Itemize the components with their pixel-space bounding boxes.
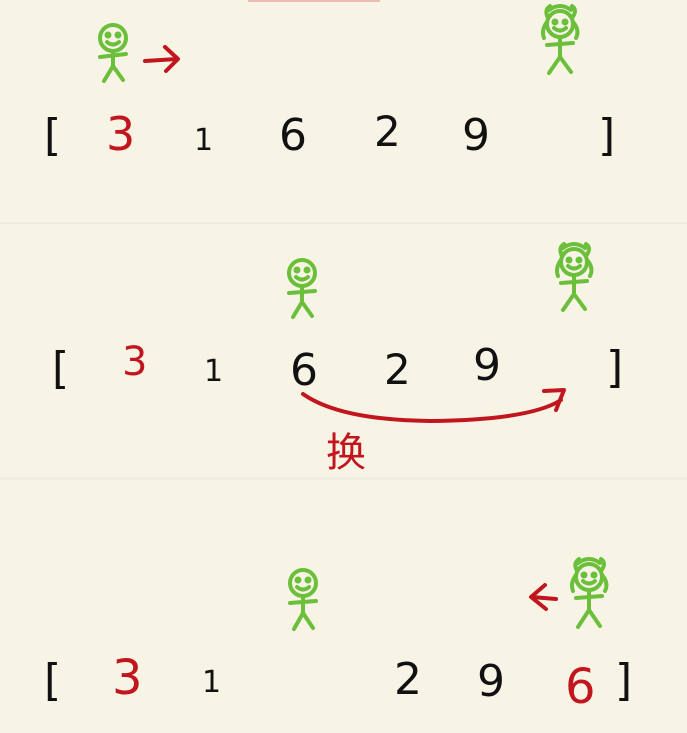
open-bracket: [ (44, 655, 61, 706)
stick-figure-girl-icon (555, 242, 594, 312)
array-number: 9 (462, 110, 490, 161)
array-number: 9 (473, 340, 501, 391)
array-number: 6 (565, 659, 596, 715)
panel-3: [ 3 1 2 9 6 ] (44, 557, 632, 715)
close-bracket: ] (606, 342, 623, 393)
open-bracket: [ (52, 343, 69, 394)
array-number: 1 (204, 354, 223, 389)
array-row: [ 3 1 6 2 9 ] (52, 339, 623, 396)
array-number: 2 (394, 654, 422, 705)
array-number: 3 (112, 650, 143, 706)
array-number: 2 (374, 107, 401, 156)
arrow-right-icon (143, 45, 180, 73)
array-number: 9 (477, 656, 505, 707)
array-number: 1 (202, 665, 221, 700)
arrow-left-icon (529, 583, 558, 611)
stick-figure-icon (288, 568, 318, 631)
stick-figure-icon (287, 258, 317, 319)
array-number: 3 (122, 339, 147, 385)
stick-figure-girl-icon (541, 4, 580, 75)
stick-figure-girl-icon (570, 557, 609, 629)
array-number: 1 (194, 123, 213, 158)
array-row: [ 3 1 2 9 6 ] (44, 650, 632, 715)
panel-1: [ 3 1 6 2 9 ] (44, 4, 615, 161)
swap-arrow-icon (301, 388, 566, 423)
panel-divider (0, 477, 687, 480)
array-number: 6 (279, 110, 307, 161)
panel-divider (0, 222, 687, 224)
stick-figure-icon (98, 23, 128, 83)
panel-2: [ 3 1 6 2 9 ] 换 (52, 242, 623, 476)
array-number: 3 (106, 107, 135, 161)
array-number: 2 (384, 345, 411, 394)
open-bracket: [ (44, 110, 61, 161)
close-bracket: ] (598, 110, 615, 161)
close-bracket: ] (615, 655, 632, 706)
array-number: 6 (290, 345, 318, 396)
swap-label: 换 (326, 430, 366, 476)
array-row: [ 3 1 6 2 9 ] (44, 107, 615, 161)
